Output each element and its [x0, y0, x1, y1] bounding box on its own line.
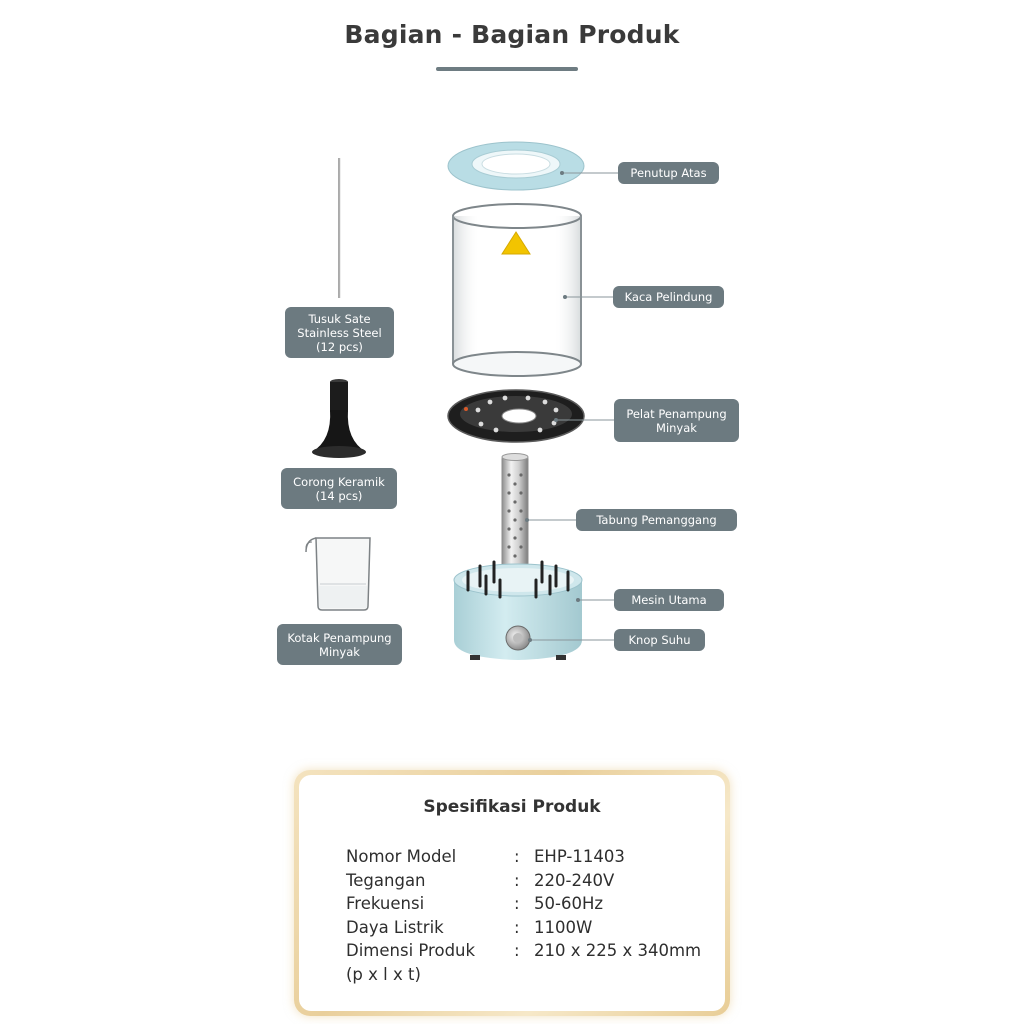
skewer-illustration: [338, 158, 341, 298]
main-unit-illustration: [453, 560, 583, 660]
spec-value: 50-60Hz: [534, 894, 604, 913]
spec-key: Dimensi Produk: [346, 941, 476, 960]
label-main-unit: Mesin Utama: [614, 589, 724, 611]
spec-separator: :: [514, 894, 520, 913]
spec-key: Daya Listrik: [346, 917, 444, 937]
label-grill-tube: Tabung Pemanggang: [576, 509, 737, 531]
oil-plate-illustration: [447, 389, 585, 443]
spec-separator: [514, 963, 534, 987]
oil-box-illustration: [305, 537, 371, 611]
label-skewer: Tusuk Sate Stainless Steel (12 pcs): [285, 307, 394, 358]
spec-key: Tegangan: [346, 870, 426, 890]
spec-separator: :: [514, 847, 520, 866]
label-top-cover: Penutup Atas: [618, 162, 719, 184]
spec-card-body: Spesifikasi Produk Nomor Model : EHP-114…: [299, 775, 725, 1011]
spec-row: Nomor Model : EHP-11403: [346, 845, 716, 869]
spec-row: Dimensi Produk : 210 x 225 x 340mm: [346, 939, 716, 963]
label-temp-knob: Knop Suhu: [614, 629, 705, 651]
label-protective-glass: Kaca Pelindung: [613, 286, 724, 308]
spec-row: Tegangan : 220-240V: [346, 869, 716, 893]
label-oil-box: Kotak Penampung Minyak: [277, 624, 402, 665]
top-cover-illustration: [447, 141, 585, 191]
spec-row: (p x l x t): [346, 963, 716, 987]
spec-key: Nomor Model: [346, 847, 457, 866]
spec-value: 210 x 225 x 340mm: [534, 941, 702, 960]
spec-value: 220-240V: [534, 870, 615, 890]
spec-separator: :: [514, 941, 520, 960]
page-title: Bagian - Bagian Produk: [344, 20, 680, 49]
spec-key: Frekuensi: [346, 894, 425, 913]
label-ceramic-funnel: Corong Keramik (14 pcs): [281, 468, 397, 509]
grill-tube-illustration: [501, 453, 529, 586]
label-oil-plate: Pelat Penampung Minyak: [614, 399, 739, 442]
spec-separator: :: [514, 870, 520, 890]
protective-glass-illustration: [452, 203, 582, 377]
spec-table: Nomor Model : EHP-11403 Tegangan : 220-2…: [346, 845, 716, 986]
spec-separator: :: [514, 917, 520, 937]
spec-value: 1100W: [534, 917, 593, 937]
spec-value: EHP-11403: [534, 847, 625, 866]
spec-row: Frekuensi : 50-60Hz: [346, 892, 716, 916]
product-exploded-diagram: [305, 141, 618, 660]
spec-title: Spesifikasi Produk: [423, 797, 601, 817]
spec-row: Daya Listrik : 1100W: [346, 916, 716, 940]
spec-value: [534, 963, 716, 987]
spec-key: (p x l x t): [346, 964, 421, 984]
ceramic-funnel-illustration: [312, 379, 366, 458]
spec-card: Spesifikasi Produk Nomor Model : EHP-114…: [294, 770, 730, 1016]
title-underline: [436, 67, 578, 71]
